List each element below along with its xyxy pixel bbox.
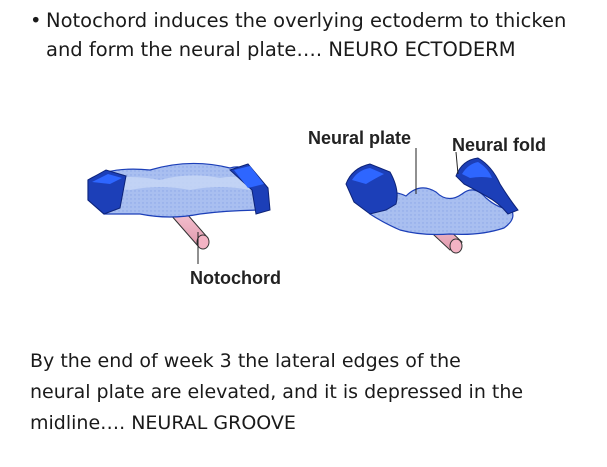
paragraph-line-1: By the end of week 3 the lateral edges o… (30, 350, 461, 372)
neural-plate-diagram: Notochord Neural plate Neural fold (70, 118, 590, 298)
neural-fold-pointer (455, 151, 459, 175)
paragraph-line-2: neural plate are elevated, and it is dep… (30, 381, 524, 403)
description-paragraph: By the end of week 3 the lateral edges o… (30, 346, 590, 439)
folded-plate-illustration (345, 157, 519, 254)
label-neural-plate: Neural plate (308, 128, 411, 148)
bullet-text: Notochord induces the overlying ectoderm… (46, 6, 600, 64)
flat-plate-illustration (87, 162, 271, 250)
bullet-line-2: and form the neural plate…. NEURO ECTODE… (46, 38, 516, 61)
label-neural-fold: Neural fold (452, 135, 546, 155)
bullet-point: • Notochord induces the overlying ectode… (30, 6, 600, 64)
paragraph-line-3: midline…. NEURAL GROOVE (30, 412, 296, 434)
bullet-line-1: Notochord induces the overlying ectoderm… (46, 9, 567, 32)
bullet-marker: • (30, 9, 42, 32)
label-notochord: Notochord (190, 268, 281, 288)
diagram-svg: Notochord Neural plate Neural fold (87, 128, 546, 288)
